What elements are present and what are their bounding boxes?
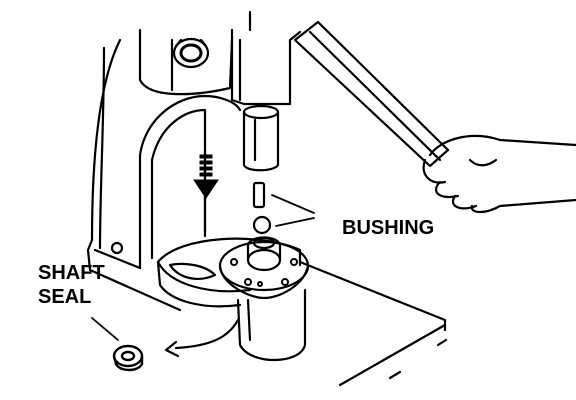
frame-pin xyxy=(110,241,124,255)
shaft-seal-leader xyxy=(91,317,119,341)
pump-housing xyxy=(218,236,310,300)
press-ram xyxy=(242,104,280,172)
hand xyxy=(422,134,576,214)
workbench xyxy=(298,260,448,387)
fixture-pedestal xyxy=(236,288,307,362)
shaft-seal-label-line2: SEAL xyxy=(38,286,91,308)
bushing-leaders xyxy=(271,194,315,227)
removal-arrow xyxy=(164,318,240,358)
shaft-seal-label-line1: SHAFT xyxy=(38,262,105,284)
ram-housing xyxy=(230,10,302,106)
frame-bolt xyxy=(172,37,210,69)
shaft-seal-part xyxy=(112,344,144,372)
press-lever xyxy=(293,20,450,168)
press-frame xyxy=(86,28,242,312)
downward-arrow xyxy=(193,154,219,199)
bushing-parts xyxy=(252,181,272,235)
bushing-label: BUSHING xyxy=(342,217,434,239)
